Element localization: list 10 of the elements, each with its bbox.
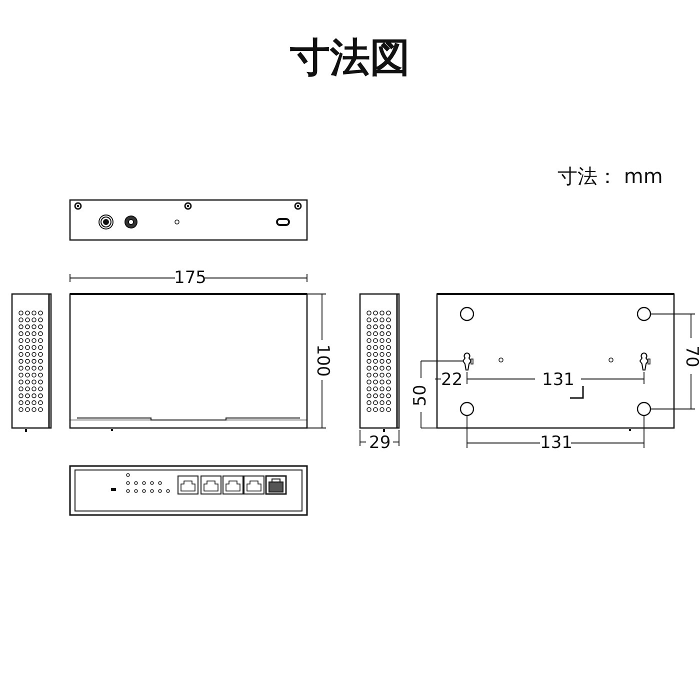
- dimension-label: 131: [542, 372, 574, 388]
- dimension-label: 50: [412, 384, 430, 406]
- dimension-label: 70: [682, 345, 700, 367]
- dimension-label: 22: [441, 372, 463, 388]
- unit-note: 寸法： mm: [558, 166, 663, 186]
- dimension-label: 29: [369, 434, 391, 452]
- dimension-label: 131: [540, 434, 572, 452]
- dimension-label: 175: [174, 270, 206, 286]
- dimension-label: 100: [314, 344, 331, 376]
- diagram-title: 寸法図: [290, 38, 410, 78]
